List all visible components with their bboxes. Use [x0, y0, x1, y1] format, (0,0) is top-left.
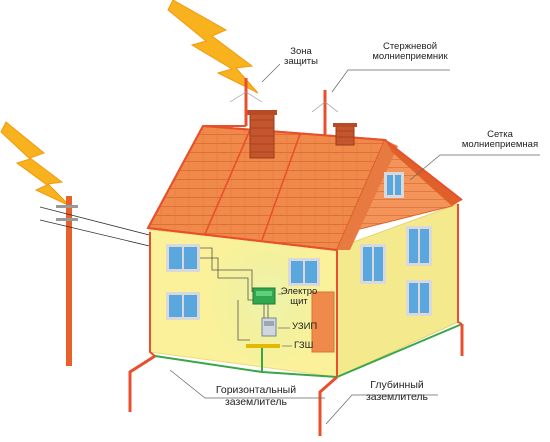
- label-main-ground-bus: ГЗШ: [294, 340, 314, 351]
- label-surge-protector: УЗИП: [292, 321, 318, 332]
- label-rod-lightning-rod: Стержневой молниеприемник: [372, 41, 448, 63]
- window-icon: [406, 226, 432, 266]
- protection-zone-lines: [229, 91, 339, 113]
- down-conductors: [149, 204, 463, 377]
- deep-grounding-rods: [128, 324, 464, 436]
- rod-lightning-rod-left: [206, 78, 248, 127]
- internal-wiring: [200, 247, 269, 341]
- lightning-bolt-icon: [167, 0, 259, 94]
- label-horizontal-grounding: Горизонтальный заземлитель: [215, 384, 297, 408]
- label-lightning-mesh: Сетка молниеприемная: [461, 129, 539, 151]
- window-icon: [406, 280, 432, 316]
- label-protection-zone: Зона защиты: [284, 46, 318, 68]
- main-roof: [146, 124, 463, 252]
- main-ground-bus: [246, 344, 280, 348]
- lightning-bolt-icon: [0, 121, 71, 207]
- meter-icon: [261, 317, 277, 337]
- chimney-icon: [333, 123, 357, 146]
- label-leader-lines: [169, 63, 540, 425]
- window-icon: [360, 244, 386, 284]
- label-deep-grounding: Глубинный заземлитель: [365, 379, 429, 403]
- electrical-panel-icon: [252, 287, 276, 305]
- horizontal-grounding-loop: [154, 323, 463, 379]
- door: [311, 291, 335, 353]
- chimney-icon: [247, 110, 277, 159]
- window-icon: [384, 172, 404, 198]
- window-icon: [288, 258, 320, 286]
- window-icon: [166, 244, 200, 272]
- label-electrical-panel: Электро щит: [280, 286, 318, 308]
- window-icon: [166, 292, 200, 320]
